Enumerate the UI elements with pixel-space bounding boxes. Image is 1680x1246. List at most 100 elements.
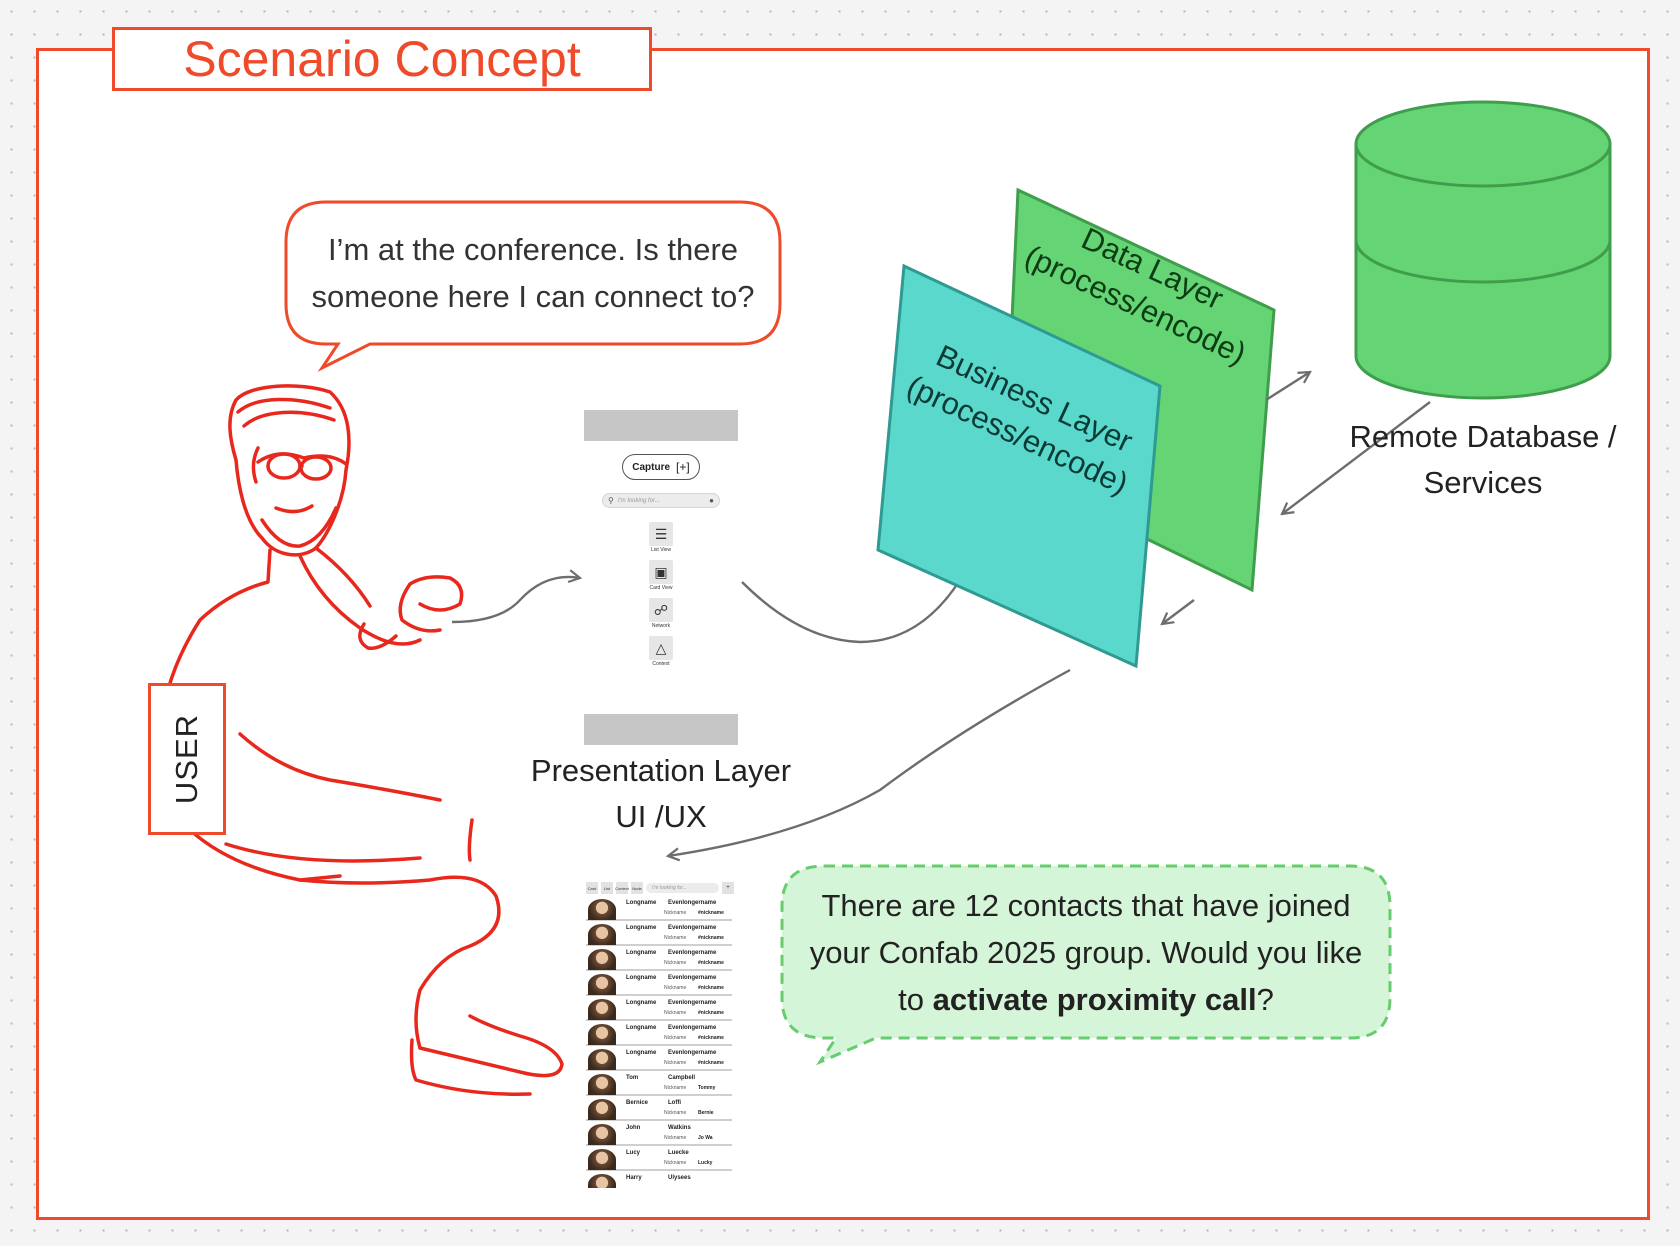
arrow-database-to-data — [1282, 401, 1431, 514]
contact-first-name: Lucy — [626, 1150, 641, 1156]
contact-first-name: Bernice — [626, 1100, 649, 1106]
capture-icon[interactable]: + — [722, 882, 734, 894]
contact-first-name: Harry — [626, 1175, 642, 1181]
context-tab-icon[interactable]: Context — [615, 882, 629, 894]
presentation-layer-label: Presentation Layer UI /UX — [530, 753, 792, 834]
contact-nickname: #nickname — [698, 910, 724, 916]
contact-last-name: Evenlongername — [668, 925, 717, 931]
network-view-button[interactable]: ☍ Network — [648, 598, 674, 629]
microphone-icon: ● — [709, 496, 714, 505]
list-header: Card List Context Node I'm looking for..… — [584, 880, 736, 896]
list-search-input[interactable]: I'm looking for... — [646, 883, 719, 893]
user-person-sketch — [157, 384, 564, 1096]
contact-nickname-label: Nickname — [664, 1010, 687, 1016]
contact-first-name: Longname — [626, 1025, 657, 1031]
remote-database-label: Remote Database / Services — [1349, 419, 1617, 500]
contact-first-name: Tom — [626, 1075, 639, 1081]
response-text: There are 12 contacts that have joined y… — [809, 888, 1363, 1017]
contact-last-name: Evenlongername — [668, 1050, 717, 1056]
contact-nickname: #nickname — [698, 1035, 724, 1041]
search-icon: ⚲ — [608, 496, 614, 505]
card-tab-icon[interactable]: Card — [586, 882, 598, 894]
arrow-data-to-database — [1265, 372, 1310, 402]
contact-last-name: Evenlongername — [668, 1000, 717, 1006]
avatar — [588, 1049, 616, 1070]
avatar — [588, 1149, 616, 1170]
contact-nickname: #nickname — [698, 935, 724, 941]
business-layer-plane — [876, 263, 1162, 669]
contact-first-name: Longname — [626, 950, 657, 956]
contact-last-name: Watkins — [668, 1125, 691, 1131]
presentation-phone-mockup: Capture [+] ⚲ I'm looking for... ● ☰ Lis… — [584, 410, 738, 745]
contact-nickname: #nickname — [698, 985, 724, 991]
contact-nickname-label: Nickname — [664, 1060, 687, 1066]
contact-nickname: #nickname — [698, 1060, 724, 1066]
arrow-business-to-list — [668, 668, 1071, 856]
user-tag: USER — [148, 683, 226, 835]
contact-first-name: Longname — [626, 925, 657, 931]
phone-bottom-bar — [584, 714, 738, 745]
title-box: Scenario Concept — [112, 27, 652, 91]
contact-nickname: Jo Wa — [698, 1135, 713, 1141]
contact-last-name: Luecke — [668, 1150, 689, 1156]
avatar — [588, 974, 616, 995]
contact-last-name: Evenlongername — [668, 975, 717, 981]
list-icon: ☰ — [649, 522, 673, 546]
node-tab-icon[interactable]: Node — [631, 882, 643, 894]
contact-first-name: Longname — [626, 900, 657, 906]
user-speech-bubble — [284, 200, 782, 372]
user-label: USER — [169, 713, 205, 805]
list-tab-icon[interactable]: List — [601, 882, 613, 894]
contact-nickname-label: Nickname — [664, 910, 687, 916]
contact-nickname: #nickname — [698, 1010, 724, 1016]
avatar — [588, 1174, 616, 1188]
contact-nickname-label: Nickname — [664, 960, 687, 966]
contact-last-name: Loffi — [668, 1100, 681, 1106]
database-icon — [1354, 100, 1612, 400]
capture-button[interactable]: Capture [+] — [622, 454, 700, 480]
avatar — [588, 1024, 616, 1045]
arrow-user-to-presentation — [451, 577, 580, 624]
contact-nickname: Bernie — [698, 1110, 714, 1116]
capture-plus-icon: [+] — [676, 460, 690, 474]
context-icon: △ — [649, 636, 673, 660]
contact-nickname: Lucky — [698, 1160, 713, 1166]
response-speech-bubble — [780, 864, 1392, 1066]
list-view-button[interactable]: ☰ List View — [648, 522, 674, 553]
contact-list-mockup: Card List Context Node I'm looking for..… — [584, 880, 736, 1188]
contact-first-name: Longname — [626, 1000, 657, 1006]
contact-nickname-label: Nickname — [664, 1085, 687, 1091]
contact-nickname: #nickname — [698, 960, 724, 966]
avatar — [588, 1124, 616, 1145]
avatar — [588, 1074, 616, 1095]
page-title: Scenario Concept — [183, 31, 581, 87]
phone-search-input[interactable]: ⚲ I'm looking for... ● — [602, 493, 720, 508]
contact-last-name: Evenlongername — [668, 950, 717, 956]
card-icon: ▣ — [649, 560, 673, 584]
contact-nickname: Tommy — [698, 1085, 716, 1091]
arrow-data-to-business — [1162, 599, 1195, 624]
contact-last-name: Evenlongername — [668, 1025, 717, 1031]
contact-nickname-label: Nickname — [664, 985, 687, 991]
phone-top-bar — [584, 410, 738, 441]
contact-nickname-label: Nickname — [664, 1110, 687, 1116]
context-view-button[interactable]: △ Context — [648, 636, 674, 667]
network-icon: ☍ — [649, 598, 673, 622]
avatar — [588, 949, 616, 970]
card-view-button[interactable]: ▣ Card View — [648, 560, 674, 591]
avatar — [588, 999, 616, 1020]
avatar — [588, 1099, 616, 1120]
